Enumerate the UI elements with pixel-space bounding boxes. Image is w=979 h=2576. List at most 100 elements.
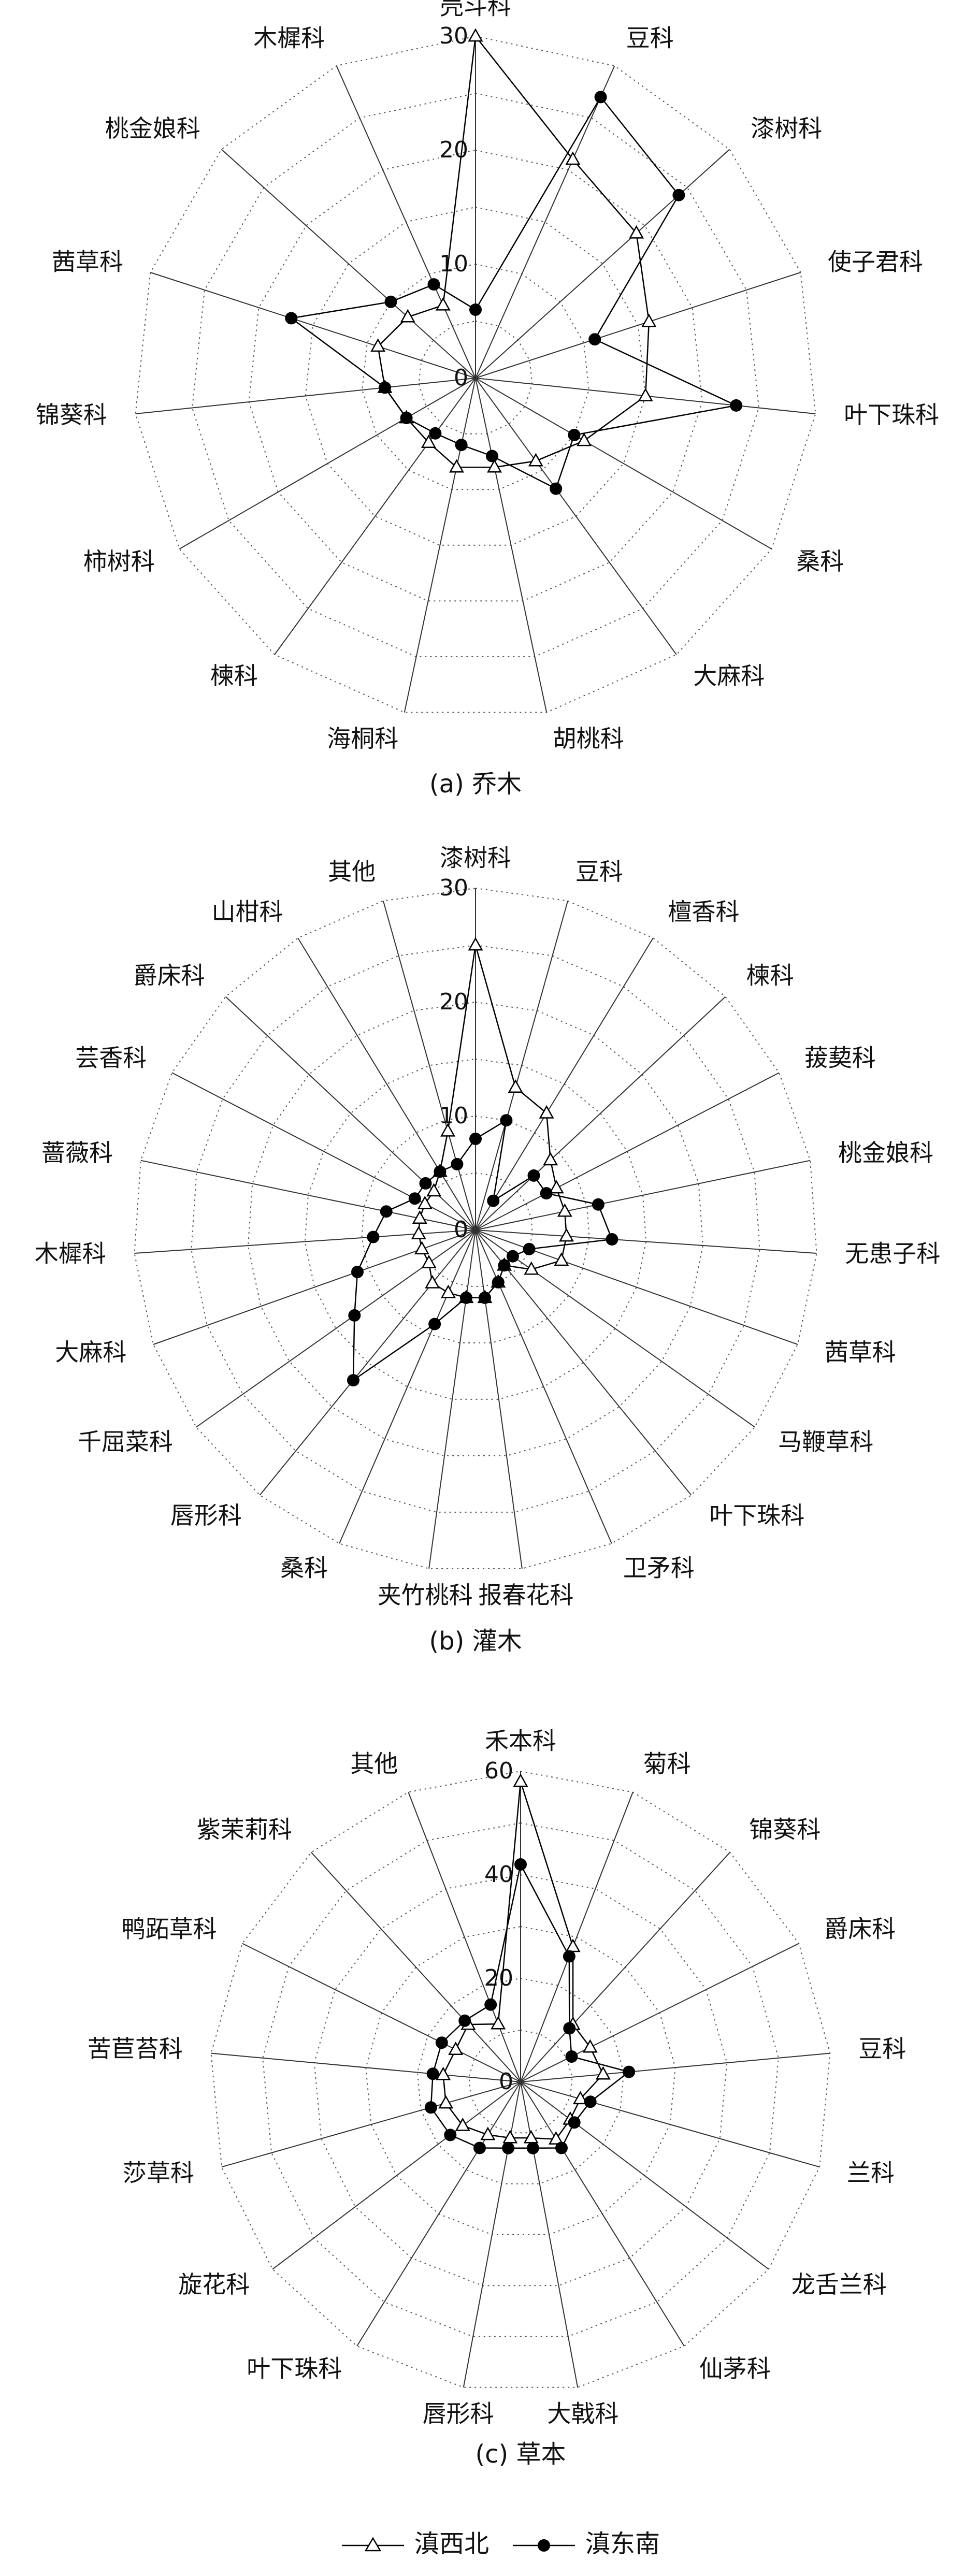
point-marker-triangle: [421, 435, 436, 448]
point-marker-circle: [469, 303, 482, 316]
series-line-2: [430, 1862, 630, 2149]
point-marker-circle: [419, 1177, 432, 1190]
category-label: 豆科: [858, 2035, 906, 2063]
point-marker-triangle: [528, 453, 543, 467]
point-marker-circle: [500, 1114, 513, 1127]
category-label: 仙茅科: [699, 2354, 771, 2382]
category-label: 龙舌兰科: [791, 2270, 887, 2298]
grid-ring: [418, 320, 533, 435]
category-label: 爵床科: [824, 1915, 896, 1943]
axis-spoke: [475, 1229, 692, 1496]
axis-spoke: [221, 2081, 521, 2168]
point-marker-triangle: [629, 225, 644, 239]
point-marker-circle: [367, 1231, 380, 1243]
point-marker-triangle: [438, 2095, 454, 2109]
grid-ring: [313, 1874, 728, 2286]
point-marker-triangle: [421, 1254, 437, 1268]
point-marker-circle: [285, 312, 298, 325]
point-marker-circle: [527, 1169, 540, 1182]
point-marker-triangle: [468, 28, 483, 42]
grid-ring: [365, 1926, 676, 2235]
point-marker-circle: [351, 1266, 364, 1278]
point-marker-circle: [588, 333, 601, 346]
point-marker-circle: [502, 2141, 515, 2154]
point-marker-triangle: [435, 297, 451, 311]
category-label: 山柑科: [212, 898, 283, 926]
axis-spoke: [428, 1229, 476, 1569]
category-label: 大麻科: [693, 662, 765, 690]
point-marker-circle: [592, 1198, 604, 1211]
tick-label: 20: [439, 137, 468, 163]
point-marker-triangle: [641, 313, 657, 327]
point-marker-circle: [492, 1276, 505, 1289]
point-marker-circle: [380, 1205, 393, 1218]
category-label: 楝科: [746, 962, 794, 990]
point-marker-circle: [379, 381, 391, 394]
point-marker-triangle: [559, 1228, 574, 1242]
point-marker-circle: [526, 2141, 539, 2154]
axis-spoke: [475, 1229, 817, 1254]
category-label: 桑科: [796, 547, 844, 575]
point-marker-circle: [408, 1192, 421, 1205]
grid-ring: [191, 92, 760, 657]
point-marker-triangle: [468, 937, 483, 951]
axis-spoke: [520, 1943, 799, 2082]
point-marker-triangle: [554, 1252, 569, 1266]
grid-ring: [191, 944, 760, 1513]
point-marker-circle: [479, 1291, 491, 1304]
axis-spoke: [520, 1792, 634, 2082]
category-label: 莎草科: [123, 2159, 194, 2187]
point-marker-circle: [435, 2036, 448, 2049]
point-marker-circle: [434, 1165, 447, 1178]
grid-ring: [304, 1058, 647, 1400]
point-marker-circle: [429, 427, 442, 440]
series-line-2: [352, 1119, 613, 1382]
grid-ring: [262, 1822, 779, 2337]
point-marker-circle: [426, 2067, 439, 2080]
category-label: 胡桃科: [553, 725, 624, 752]
category-label: 蔷薇科: [41, 1139, 113, 1167]
point-marker-triangle: [400, 309, 415, 323]
axis-spoke: [311, 1851, 521, 2082]
axis-spoke: [408, 1792, 521, 2082]
axis-spoke: [520, 2081, 820, 2168]
point-marker-triangle: [449, 459, 464, 473]
axis-spoke: [140, 1160, 476, 1231]
category-label: 桃金娘科: [105, 114, 200, 142]
category-label: 桑科: [280, 1554, 328, 1582]
axis-spoke: [475, 1229, 755, 1428]
tick-label: 20: [439, 989, 468, 1015]
axis-spoke: [475, 1072, 780, 1231]
category-label: 卫矛科: [623, 1554, 695, 1582]
point-marker-triangle: [426, 1183, 442, 1197]
point-marker-circle: [400, 412, 413, 424]
panel-caption: (a) 乔木: [429, 770, 522, 799]
category-label: 楝科: [210, 662, 258, 690]
point-marker-triangle: [513, 1773, 528, 1787]
point-marker-circle: [606, 1233, 618, 1246]
tick-label: 30: [439, 23, 468, 49]
category-label: 报春花科: [478, 1581, 573, 1609]
point-marker-triangle: [440, 1284, 456, 1298]
axis-spoke: [135, 378, 476, 414]
axis-spoke: [520, 2081, 769, 2270]
point-marker-triangle: [539, 1105, 554, 1119]
tick-label: 30: [439, 875, 468, 901]
category-label: 柿树科: [83, 547, 155, 575]
category-label: 禾本科: [485, 1727, 556, 1755]
category-label: 兰科: [847, 2159, 895, 2187]
point-marker-circle: [623, 2065, 636, 2078]
point-marker-circle: [428, 1318, 441, 1330]
point-marker-circle: [568, 2116, 581, 2129]
category-label: 紫茉莉科: [197, 1815, 292, 1843]
category-label: 桃金娘科: [838, 1139, 933, 1167]
tick-label: 0: [499, 2068, 513, 2095]
point-marker-circle: [347, 1374, 359, 1387]
category-label: 大戟科: [547, 2399, 618, 2427]
axis-spoke: [475, 149, 730, 379]
point-marker-circle: [550, 482, 563, 495]
axis-spoke: [475, 378, 548, 713]
point-marker-circle: [730, 399, 743, 412]
axis-spoke: [242, 1943, 521, 2082]
point-marker-triangle: [417, 1195, 433, 1209]
